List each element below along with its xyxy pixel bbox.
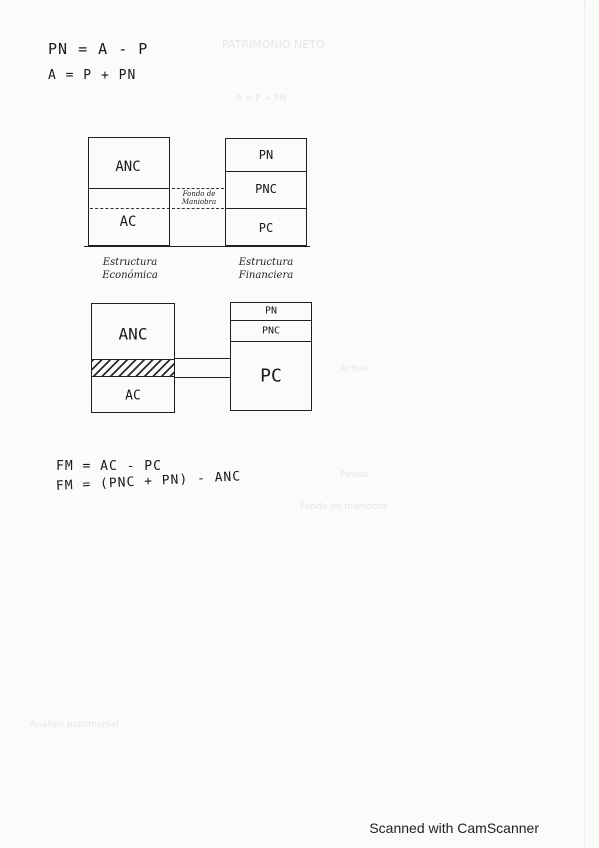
diagram1-right-column [225,138,307,246]
divider [225,171,307,172]
diagram1-pn-label: PN [258,148,274,162]
dashed-divider [90,208,170,209]
bleed-through-text: Fondo de maniobra [300,502,388,512]
diagram2-left-column [91,303,175,413]
divider [230,320,312,321]
diagram2-pnc-label: PNC [261,325,281,337]
fondo-dashed-bottom [172,208,224,209]
formula-fm-1: FM = AC - PC [56,459,162,474]
diagram1-pc-label: PC [258,221,274,235]
bleed-through-text: A = P + PN [236,94,287,104]
divider [225,208,307,209]
formula-a: A = P + PN [48,68,137,83]
estructura-financiera-caption: Estructura Financiera [238,257,294,281]
fondo-dashed-top [172,188,224,189]
connector-line [175,358,230,359]
diagram1-pnc-label: PNC [255,182,277,196]
diagram2-ac-label: AC [125,388,141,404]
diagram1-left-column [88,137,170,246]
fondo-de-maniobra-label: Fondo de Maniobra [181,190,217,206]
page-edge-shadow [584,0,585,848]
camscanner-watermark: Scanned with CamScanner [369,820,539,836]
connector-line [175,377,230,378]
estructura-economica-caption: Estructura Económica [102,257,158,281]
bleed-through-text: Activo [340,364,368,374]
diagram2-hatched-fondo [92,359,174,377]
diagram2-anc-label: ANC [118,324,148,344]
bleed-through-text: Pasivo [340,470,369,480]
diagram1-ac-label: AC [119,214,137,230]
bleed-through-text: Análisis patrimonial [30,720,119,730]
formula-pn: PN = A - P [48,40,149,58]
bleed-through-text: PATRIMONIO NETO [222,38,325,51]
divider [88,188,170,189]
diagram2-pc-label: PC [260,365,282,387]
diagram1-anc-label: ANC [115,159,141,175]
diagram1-baseline [84,246,310,247]
divider [230,341,312,342]
diagram2-right-column [230,302,312,411]
diagram2-pn-label: PN [264,305,278,317]
